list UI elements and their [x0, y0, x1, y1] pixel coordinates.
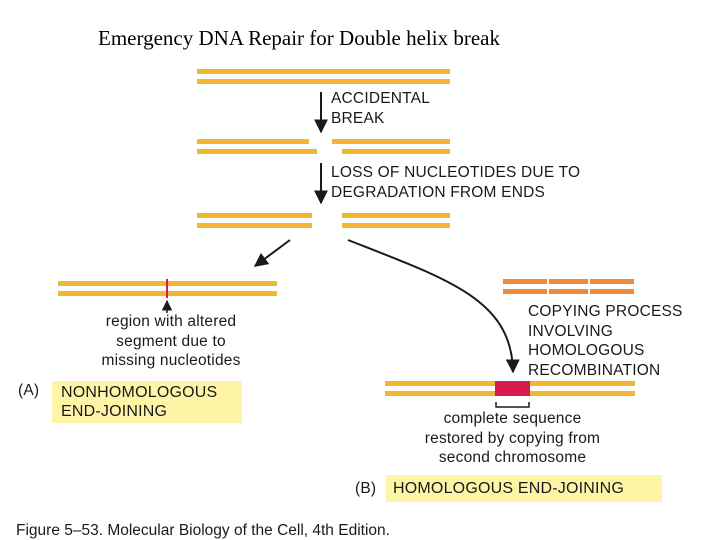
pathway-a-letter: (A): [18, 382, 40, 399]
restored-segment: [495, 381, 530, 396]
altered-junction-mark: [166, 279, 168, 298]
copying-process-caption: COPYING PROCESS INVOLVING HOMOLOGOUS REC…: [528, 303, 683, 379]
broken-dna-duplex: [197, 139, 450, 154]
restored-sequence-note: complete sequence restored by copying fr…: [424, 410, 601, 466]
homologous-end-joining-box: HOMOLOGOUS END-JOINING: [386, 475, 662, 502]
restored-segment-bracket: [495, 402, 530, 408]
nhej-rejoined-duplex: [58, 279, 277, 298]
altered-region-note: region with altered segment due to missi…: [101, 313, 241, 369]
nucleotide-loss-caption: LOSS OF NUCLEOTIDES DUE TO DEGRADATION F…: [331, 164, 581, 201]
nonhomologous-end-joining-box: NONHOMOLOGOUS END-JOINING: [52, 381, 242, 423]
homologous-template-duplex: [503, 277, 634, 296]
arrow-to-homologous: [347, 239, 520, 374]
arrow-to-nonhomologous: [253, 239, 291, 267]
intact-dna-duplex: [197, 69, 450, 84]
pathway-b-letter: (B): [355, 480, 377, 497]
slide-title: Emergency DNA Repair for Double helix br…: [98, 26, 500, 50]
accidental-break-caption: ACCIDENTAL BREAK: [331, 90, 431, 127]
hr-repaired-duplex: [385, 381, 635, 396]
degraded-dna-duplex: [197, 213, 450, 228]
figure-caption: Figure 5–53. Molecular Biology of the Ce…: [16, 522, 390, 539]
